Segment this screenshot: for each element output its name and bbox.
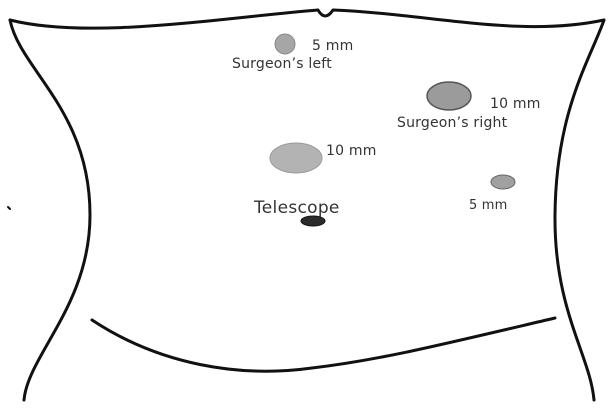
port-marker-left-5mm	[275, 34, 295, 54]
port-group-telescope: Telescope	[253, 198, 340, 226]
port-group-center: 10 mm	[270, 143, 377, 173]
port-role-label-left: Surgeon’s left	[232, 56, 332, 72]
port-group-surgeons-left: 5 mm Surgeon’s left	[232, 34, 353, 72]
outline-edge-tick	[8, 207, 10, 209]
outline-bottom-edge	[92, 318, 555, 371]
port-group-right-lateral: 5 mm	[469, 175, 515, 213]
port-role-label-right: Surgeon’s right	[397, 115, 508, 131]
port-size-label-right-lateral: 5 mm	[469, 198, 508, 213]
port-group-surgeons-right: 10 mm Surgeon’s right	[397, 82, 541, 131]
port-marker-center-10mm	[270, 143, 322, 173]
port-size-label-right: 10 mm	[490, 96, 541, 112]
port-size-label-left: 5 mm	[312, 38, 353, 54]
outline-left-edge	[10, 20, 90, 400]
outline-top-edge	[10, 10, 604, 28]
port-size-label-center: 10 mm	[326, 143, 377, 159]
port-marker-right-10mm	[427, 82, 471, 110]
port-role-label-telescope: Telescope	[253, 198, 340, 218]
port-marker-right-lateral-5mm	[491, 175, 515, 189]
outline-right-edge	[555, 20, 604, 400]
port-marker-telescope	[301, 216, 325, 226]
